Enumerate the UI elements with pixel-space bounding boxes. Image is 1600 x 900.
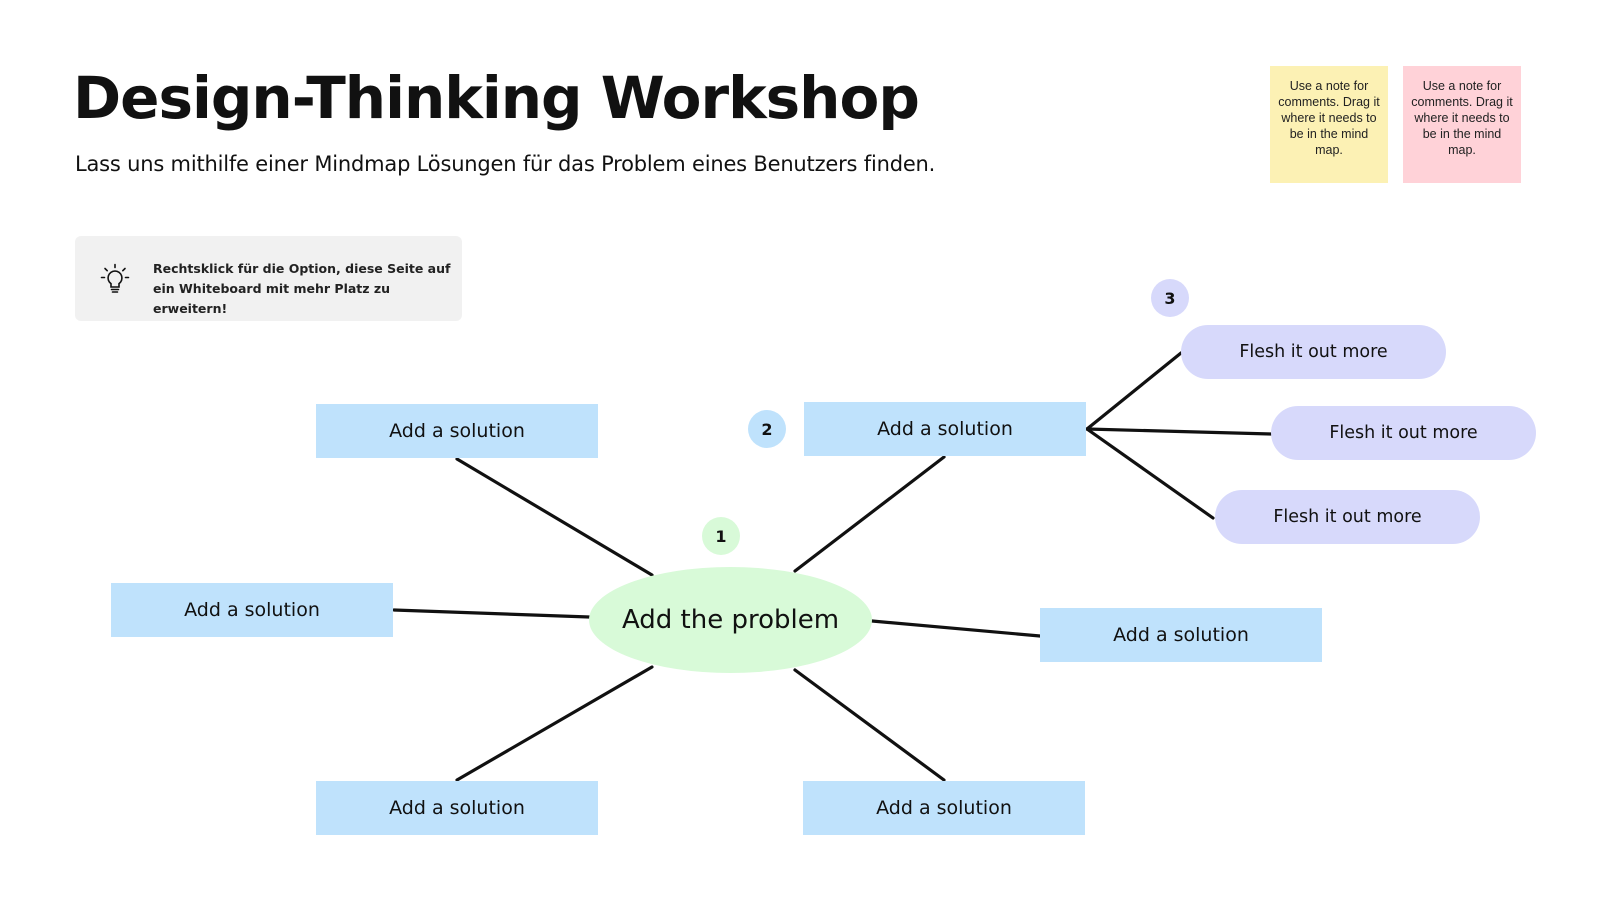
page-title: Design-Thinking Workshop xyxy=(73,64,920,132)
problem-node[interactable]: Add the problem xyxy=(589,567,872,673)
sticky-note-text: Use a note for comments. Drag it where i… xyxy=(1278,79,1380,157)
detail-label: Flesh it out more xyxy=(1239,342,1388,362)
solution-label: Add a solution xyxy=(389,797,525,819)
sticky-note-text: Use a note for comments. Drag it where i… xyxy=(1411,79,1513,157)
connector-line xyxy=(1085,427,1273,436)
solution-label: Add a solution xyxy=(184,599,320,621)
page-subtitle: Lass uns mithilfe einer Mindmap Lösungen… xyxy=(75,152,936,176)
detail-label: Flesh it out more xyxy=(1273,507,1422,527)
step-badge-3: 3 xyxy=(1151,279,1189,317)
solution-box[interactable]: Add a solution xyxy=(804,402,1086,456)
tip-text: Rechtsklick für die Option, diese Seite … xyxy=(153,261,451,316)
solution-box[interactable]: Add a solution xyxy=(803,781,1085,835)
solution-box[interactable]: Add a solution xyxy=(111,583,393,637)
step-badge-1: 1 xyxy=(702,517,740,555)
step-badge-2: 2 xyxy=(748,410,786,448)
solution-label: Add a solution xyxy=(877,418,1013,440)
connector-line xyxy=(793,455,946,573)
detail-pill[interactable]: Flesh it out more xyxy=(1271,406,1536,460)
connector-line xyxy=(870,619,1042,638)
connector-line xyxy=(455,665,654,782)
detail-pill[interactable]: Flesh it out more xyxy=(1215,490,1480,544)
connector-line xyxy=(1085,351,1183,431)
sticky-note-pink[interactable]: Use a note for comments. Drag it where i… xyxy=(1403,66,1521,183)
sticky-note-yellow[interactable]: Use a note for comments. Drag it where i… xyxy=(1270,66,1388,183)
solution-label: Add a solution xyxy=(389,420,525,442)
problem-label: Add the problem xyxy=(621,605,840,635)
connector-line xyxy=(793,668,946,782)
solution-box[interactable]: Add a solution xyxy=(316,781,598,835)
connector-line xyxy=(1085,427,1215,520)
lightbulb-icon xyxy=(100,263,130,293)
connector-line xyxy=(455,457,654,577)
solution-label: Add a solution xyxy=(1113,624,1249,646)
tip-callout: Rechtsklick für die Option, diese Seite … xyxy=(75,236,462,321)
solution-box[interactable]: Add a solution xyxy=(316,404,598,458)
detail-pill[interactable]: Flesh it out more xyxy=(1181,325,1446,379)
connector-line xyxy=(392,608,591,619)
solution-box[interactable]: Add a solution xyxy=(1040,608,1322,662)
detail-label: Flesh it out more xyxy=(1329,423,1478,443)
solution-label: Add a solution xyxy=(876,797,1012,819)
